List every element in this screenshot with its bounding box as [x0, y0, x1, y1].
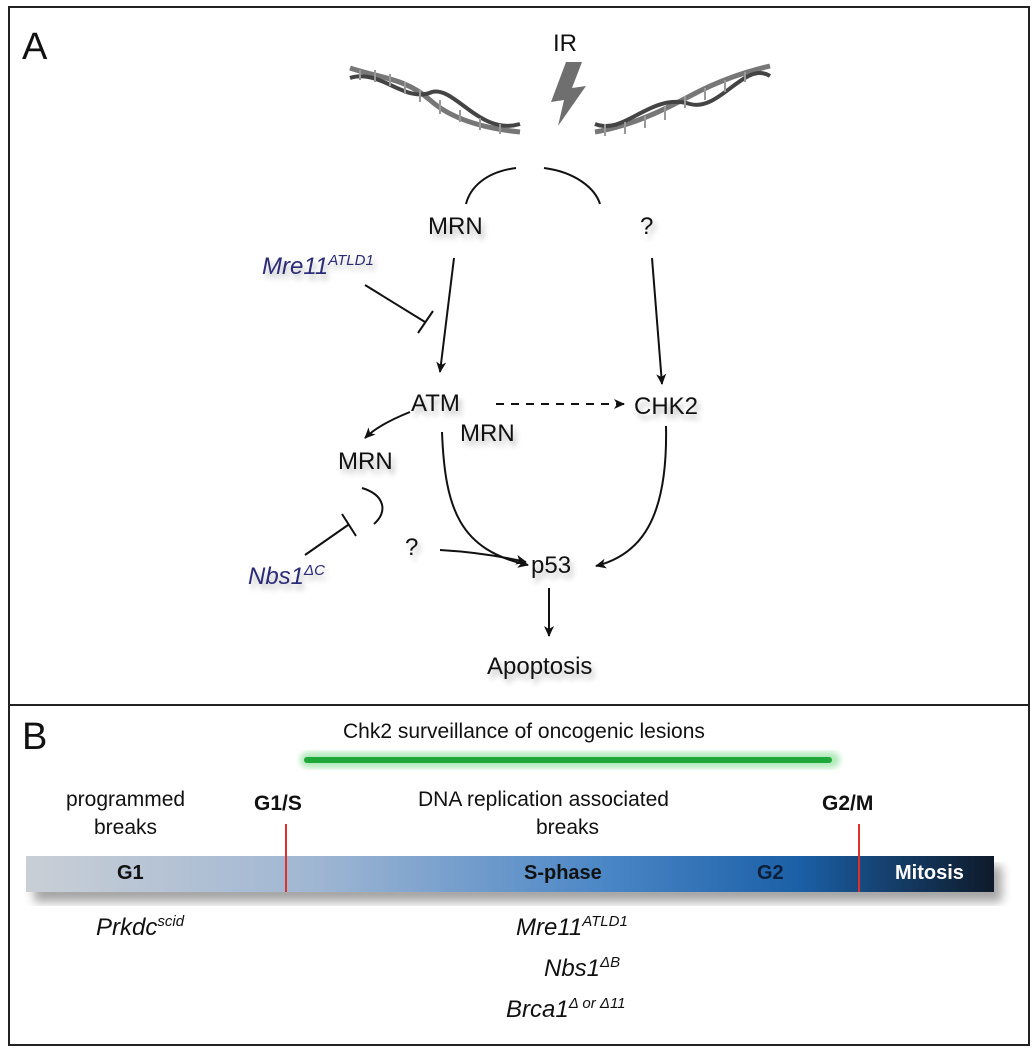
node-mrn-left: MRN: [338, 448, 393, 475]
surveillance-bar: [304, 757, 832, 763]
label-brca1: Brca1Δ or Δ11: [506, 995, 626, 1023]
node-atm: ATM: [411, 390, 460, 417]
lightning-bolt-icon: [551, 62, 586, 126]
cell-cycle-bar: [26, 856, 994, 892]
phase-mitosis: Mitosis: [895, 862, 964, 884]
surveillance-label: Chk2 surveillance of oncogenic lesions: [343, 720, 705, 743]
label-prkdc-scid: Prkdcscid: [96, 913, 185, 941]
node-apoptosis: Apoptosis: [487, 653, 593, 680]
g2m-label: G2/M: [822, 792, 874, 815]
label-mre11-atld1: Mre11ATLD1: [262, 252, 374, 280]
programmed-label-line2: breaks: [94, 816, 158, 839]
node-question-mid: ?: [405, 534, 419, 561]
replication-label-line1: DNA replication associated: [418, 788, 669, 811]
node-mrn-top: MRN: [428, 213, 483, 240]
arrow-question-to-chk2: [651, 257, 667, 385]
dna-left-icon: [349, 65, 521, 135]
arc-mrn-down: [361, 487, 384, 525]
label-nbs1-db: Nbs1ΔB: [544, 954, 621, 982]
arrow-chk2-to-p53: [595, 425, 668, 569]
arrow-atm-to-mrn: [364, 411, 411, 439]
arrow-question-to-p53: [439, 549, 527, 565]
node-mrn-under-atm: MRN: [460, 420, 515, 447]
phase-s: S-phase: [524, 862, 602, 884]
panel-b-letter: B: [22, 716, 48, 758]
node-p53: p53: [531, 552, 572, 579]
label-mre11-atld1-b: Mre11ATLD1: [516, 913, 628, 941]
replication-label-line2: breaks: [536, 816, 600, 839]
node-question-top: ?: [640, 213, 654, 240]
node-chk2: CHK2: [634, 393, 699, 420]
arrow-mrn-to-atm: [436, 257, 455, 373]
ir-label: IR: [553, 30, 577, 57]
dna-right-icon: [594, 63, 772, 136]
label-nbs1-dc: Nbs1ΔC: [248, 562, 325, 590]
panel-a-letter: A: [22, 26, 48, 68]
arc-dna-to-question: [543, 167, 601, 205]
phase-g1: G1: [117, 862, 144, 884]
programmed-label-line1: programmed: [66, 788, 186, 811]
inhibit-mre11: [364, 284, 434, 334]
arc-dna-to-mrn: [465, 167, 517, 205]
arrow-atm-to-p53: [441, 431, 529, 568]
inhibit-nbs1: [304, 513, 357, 556]
phase-g2: G2: [757, 862, 784, 884]
g1s-label: G1/S: [254, 792, 302, 815]
panel-b-frame: [8, 704, 1030, 1046]
